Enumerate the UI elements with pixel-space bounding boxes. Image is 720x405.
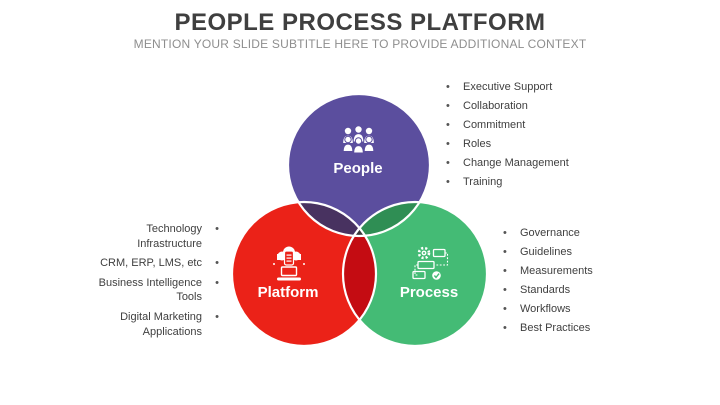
platform-circle (232, 202, 376, 346)
list-item-label: Best Practices (520, 321, 591, 334)
list-item: • Standards (503, 281, 593, 300)
list-item: • Measurements (503, 262, 593, 281)
platform-list: Technology Infrastructure • CRM, ERP, LM… (98, 222, 219, 344)
bullet-icon: • (446, 156, 450, 169)
list-item-label: Change Management (463, 156, 569, 169)
bullet-icon: • (503, 264, 507, 277)
list-item-label: Business Intelligence Tools (98, 276, 202, 304)
list-item: • Change Management (446, 154, 569, 173)
cloud-device-laptop-icon (273, 246, 305, 281)
bullet-icon: • (215, 257, 219, 270)
bullet-icon: • (503, 321, 507, 334)
list-item-label: Guidelines (520, 245, 572, 258)
list-item-label: Workflows (520, 302, 571, 315)
bullet-icon: • (215, 223, 219, 235)
list-item-label: Roles (463, 137, 492, 150)
bullet-icon: • (215, 310, 219, 323)
people-list: • Executive Support • Collaboration • Co… (446, 78, 569, 191)
process-circle-label: Process (400, 284, 458, 301)
list-item-label: Collaboration (463, 99, 528, 112)
bullet-icon: • (446, 118, 450, 131)
bullet-icon: • (446, 137, 450, 150)
bullet-icon: • (446, 81, 450, 93)
bullet-icon: • (503, 227, 507, 239)
list-item: • Collaboration (446, 97, 569, 116)
list-item-label: Commitment (463, 118, 526, 131)
bullet-icon: • (503, 283, 507, 296)
list-item-label: Technology Infrastructure (137, 223, 202, 250)
people-circle-outline (286, 92, 432, 238)
bullet-icon: • (446, 99, 450, 112)
slide-subtitle: MENTION YOUR SLIDE SUBTITLE HERE TO PROV… (133, 37, 587, 51)
list-item-label: Governance (520, 227, 580, 239)
bullet-icon: • (503, 245, 507, 258)
list-item-label: Standards (520, 283, 571, 296)
bullet-icon: • (446, 175, 450, 188)
list-item: • Roles (446, 135, 569, 154)
list-item: Business Intelligence Tools • (98, 276, 219, 305)
list-item: • Best Practices (503, 319, 593, 338)
list-item: • Executive Support (446, 78, 569, 97)
platform-circle-outline (230, 200, 378, 348)
slide-title: PEOPLE PROCESS PLATFORM (174, 9, 546, 36)
workflow-gear-icon (412, 246, 449, 280)
bullet-icon: • (503, 302, 507, 315)
list-item-label: CRM, ERP, LMS, etc (100, 257, 202, 270)
people-circle-label: People (333, 160, 382, 177)
list-item: Digital Marketing Applications • (98, 310, 219, 339)
list-item: CRM, ERP, LMS, etc • (98, 256, 219, 271)
list-item: Technology Infrastructure • (98, 222, 219, 251)
list-item: • Workflows (503, 300, 593, 319)
list-item: • Guidelines (503, 243, 593, 262)
people-group-icon (342, 126, 375, 154)
list-item: • Commitment (446, 116, 569, 135)
platform-circle-label: Platform (258, 284, 319, 301)
list-item: • Governance (503, 224, 593, 243)
list-item-label: Digital Marketing Applications (120, 310, 202, 338)
list-item: • Training (446, 173, 569, 192)
process-circle-outline (341, 200, 489, 348)
people-circle (288, 94, 430, 236)
process-list: • Governance • Guidelines • Measurements… (503, 224, 593, 337)
bullet-icon: • (215, 276, 219, 289)
list-item-label: Executive Support (463, 81, 553, 93)
list-item-label: Measurements (520, 264, 593, 277)
list-item-label: Training (463, 175, 503, 188)
